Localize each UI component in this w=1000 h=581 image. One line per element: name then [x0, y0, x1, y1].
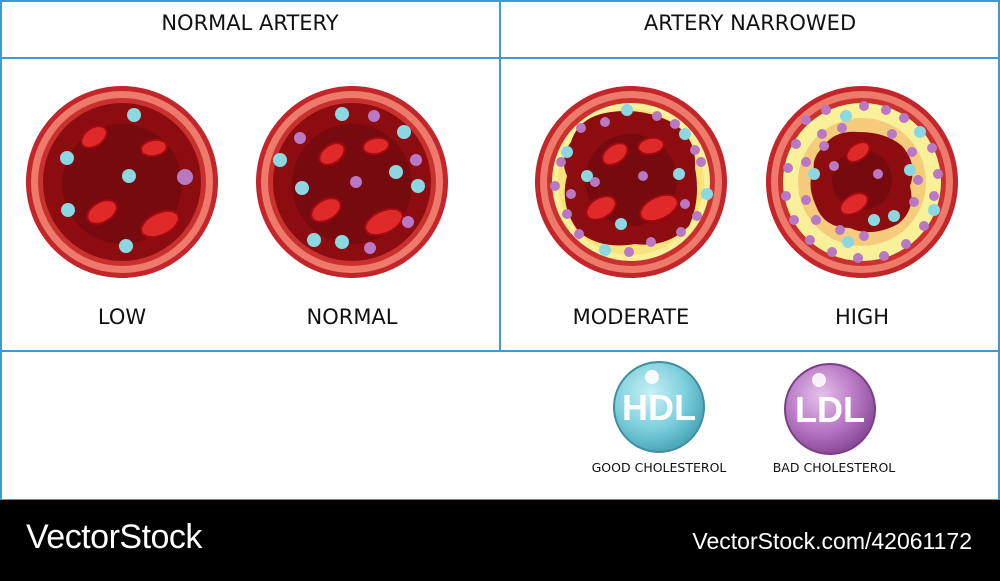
stock-id-text: VectorStock.com/42061172	[692, 528, 972, 554]
watermark-footer: VectorStock VectorStock.com/42061172	[0, 500, 1000, 581]
level-label-high: HIGH	[834, 305, 890, 329]
artery-low-illustration	[26, 86, 218, 278]
red-blood-cells	[839, 141, 871, 216]
normal-artery-heading: NORMAL ARTERY	[161, 11, 339, 35]
header-narrowed-panel	[499, 0, 1000, 59]
level-label-moderate: MODERATE	[572, 305, 690, 329]
hdl-particles	[561, 104, 713, 256]
artery-moderate-illustration	[535, 86, 727, 278]
hdl-particles	[60, 108, 141, 253]
hdl-badge-text: HDL	[622, 387, 696, 428]
hdl-particles	[808, 110, 940, 248]
artery-normal-illustration	[256, 86, 448, 278]
level-label-low: LOW	[97, 305, 147, 329]
hdl-caption: GOOD CHOLESTEROL	[591, 460, 727, 475]
red-blood-cells	[585, 136, 679, 223]
ldl-badge-icon: LDL	[784, 363, 876, 455]
vectorstock-logo: VectorStock	[26, 518, 202, 556]
red-blood-cells	[80, 125, 180, 239]
artery-narrowed-heading: ARTERY NARROWED	[643, 11, 857, 35]
ldl-particles	[294, 110, 422, 254]
red-blood-cells	[310, 136, 404, 237]
hdl-badge-icon: HDL	[613, 361, 705, 453]
level-label-normal: NORMAL	[306, 305, 398, 329]
ldl-particles	[550, 111, 706, 257]
ldl-particles	[177, 169, 193, 185]
ldl-particles	[781, 101, 943, 263]
ldl-badge-text: LDL	[795, 389, 865, 430]
ldl-caption: BAD CHOLESTEROL	[772, 460, 896, 475]
artery-high-illustration	[766, 86, 958, 278]
hdl-particles	[273, 107, 425, 249]
